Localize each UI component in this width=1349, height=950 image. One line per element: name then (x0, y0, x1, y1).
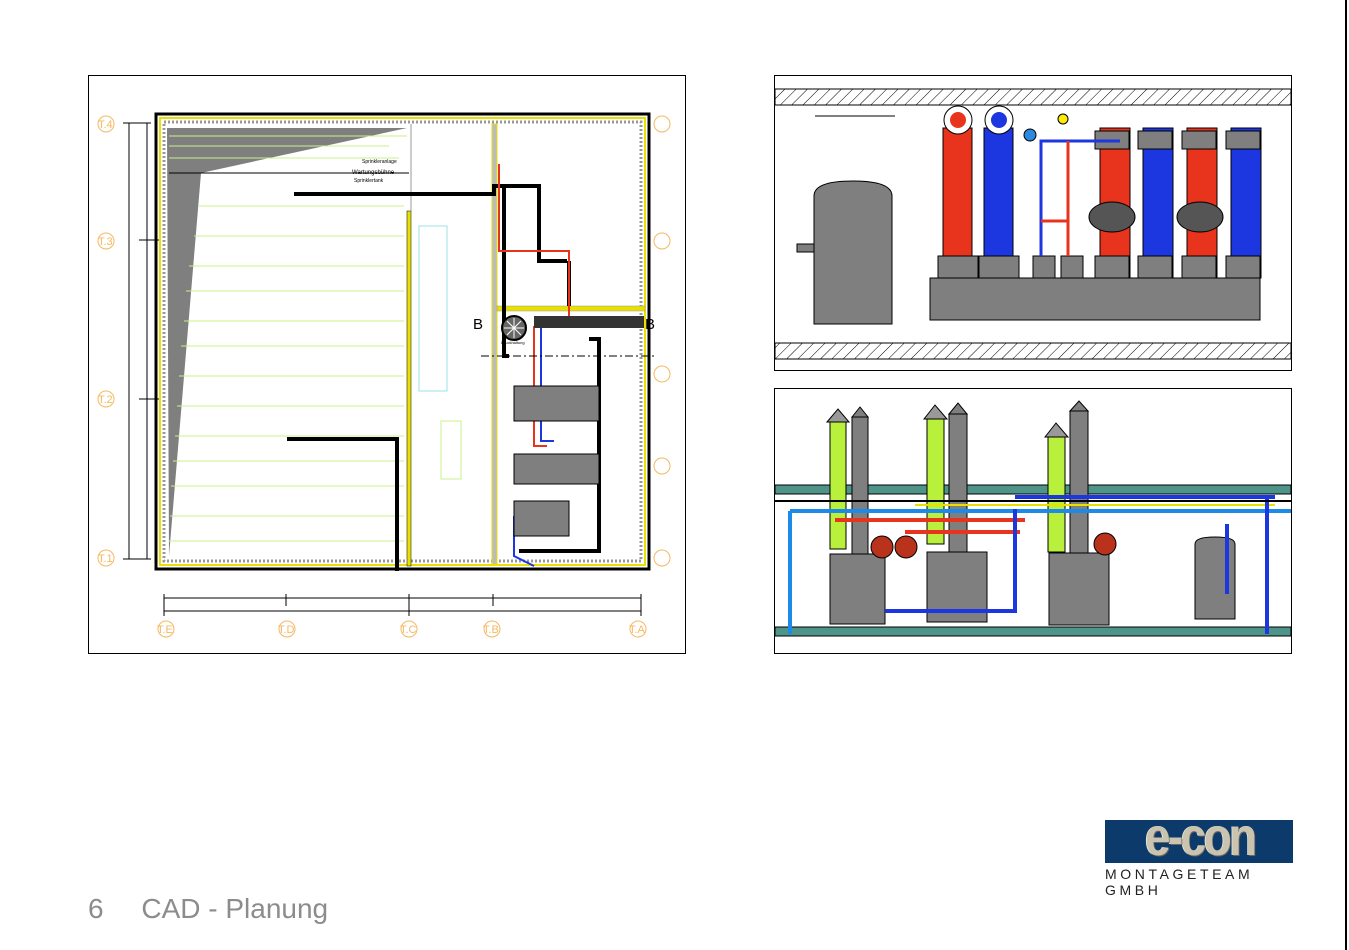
grid-column-label: T.E (157, 624, 173, 636)
sprinkler-tank-label: Sprinklertank (354, 178, 384, 184)
company-logo: e-con MONTAGETEAM GMBH (1105, 807, 1295, 898)
logo-subtitle: MONTAGETEAM GMBH (1105, 866, 1254, 898)
grid-column-label: T.C (400, 624, 417, 636)
boiler-room-svg (775, 400, 1291, 637)
boiler-room-3d-view (774, 388, 1292, 654)
section-marker-right: B (645, 316, 655, 333)
sprinkler-system-label: Sprinkleranlage (362, 159, 397, 165)
floor-plan-svg: B B Sprinkleranlage Wartungsbühne Sprink… (97, 112, 671, 638)
floor-plan-drawing: B B Sprinkleranlage Wartungsbühne Sprink… (88, 75, 686, 654)
section-b-svg (775, 88, 1291, 360)
logo-bar (1105, 820, 1293, 863)
slide-footer: 6 CAD - Planung (88, 893, 328, 925)
section-marker-left: B (473, 316, 483, 333)
grid-row-label: T.1 (98, 553, 113, 565)
grid-row-label: T.2 (98, 394, 113, 406)
grid-column-label: T.A (629, 624, 646, 636)
grid-column-label: T.B (483, 624, 499, 636)
grid-row-label: T.4 (98, 119, 113, 131)
slide-edge-line (1345, 0, 1347, 950)
grid-row-label: T.3 (98, 236, 113, 248)
section-b-drawing (774, 75, 1292, 371)
page-number: 6 (88, 893, 104, 924)
slide-title: CAD - Planung (141, 893, 329, 924)
maintenance-platform-label: Wartungsbühne (352, 170, 395, 176)
logo-wordmark: e-con (1145, 807, 1257, 867)
pressure-unit-label: Druckhaltung (501, 340, 525, 345)
grid-column-label: T.D (278, 624, 295, 636)
